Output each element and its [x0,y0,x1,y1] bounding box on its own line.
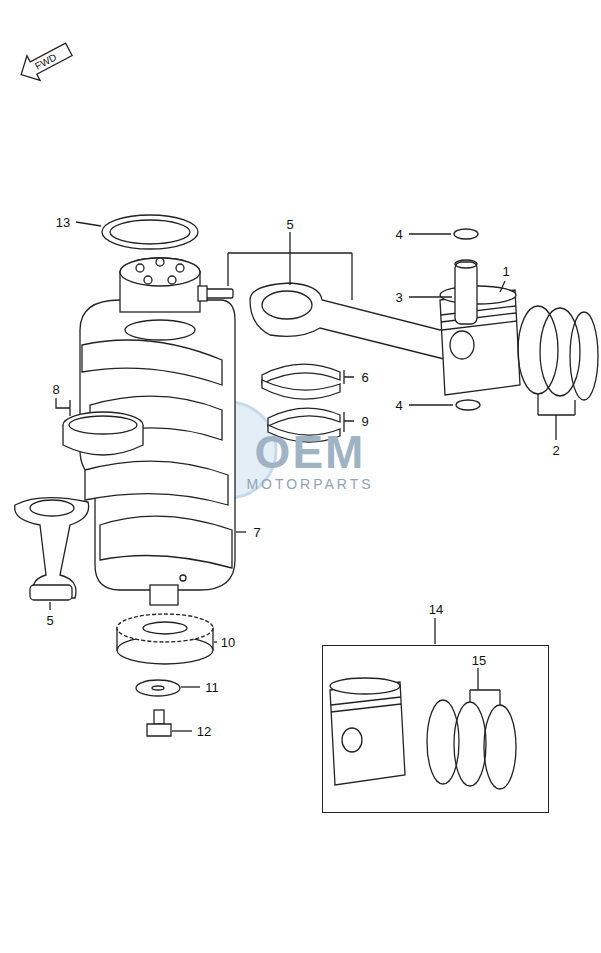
circlip [454,229,478,239]
callout-number: 3 [395,291,402,304]
piston [330,678,405,785]
callout-number: 15 [472,654,486,667]
bolt [147,710,171,736]
callout-number: 9 [361,415,368,428]
callout-number: 10 [221,636,235,649]
oil-seal [102,215,198,249]
piston-rings [518,306,598,400]
kit-box: 1415 [322,645,549,813]
callout-number: 6 [361,371,368,384]
piston [440,286,520,395]
callout-number: 7 [253,526,260,539]
main-bearing [63,412,143,455]
callout-number: 8 [52,383,59,396]
callout-number: 5 [46,614,53,627]
callout-number: 13 [56,216,70,229]
callout-number: 2 [552,444,559,457]
circlip [456,400,480,410]
watermark: OEM [255,429,366,475]
bearing [262,364,340,399]
callout-number: 4 [395,399,402,412]
callout-number: 14 [429,603,443,616]
callout-number: 11 [205,681,219,694]
connecting-rod [15,498,89,600]
callout-number: 12 [197,725,211,738]
callout-number: 1 [502,265,509,278]
washer [136,680,180,696]
callout-number: 4 [395,228,402,241]
crank-gear [117,614,213,664]
callout-number: 5 [286,218,293,231]
piston-rings [427,700,516,789]
watermark: MOTORPARTS [246,477,373,491]
connecting-rod [198,283,470,360]
piston-pin [455,262,477,324]
forward-arrow [15,37,76,87]
